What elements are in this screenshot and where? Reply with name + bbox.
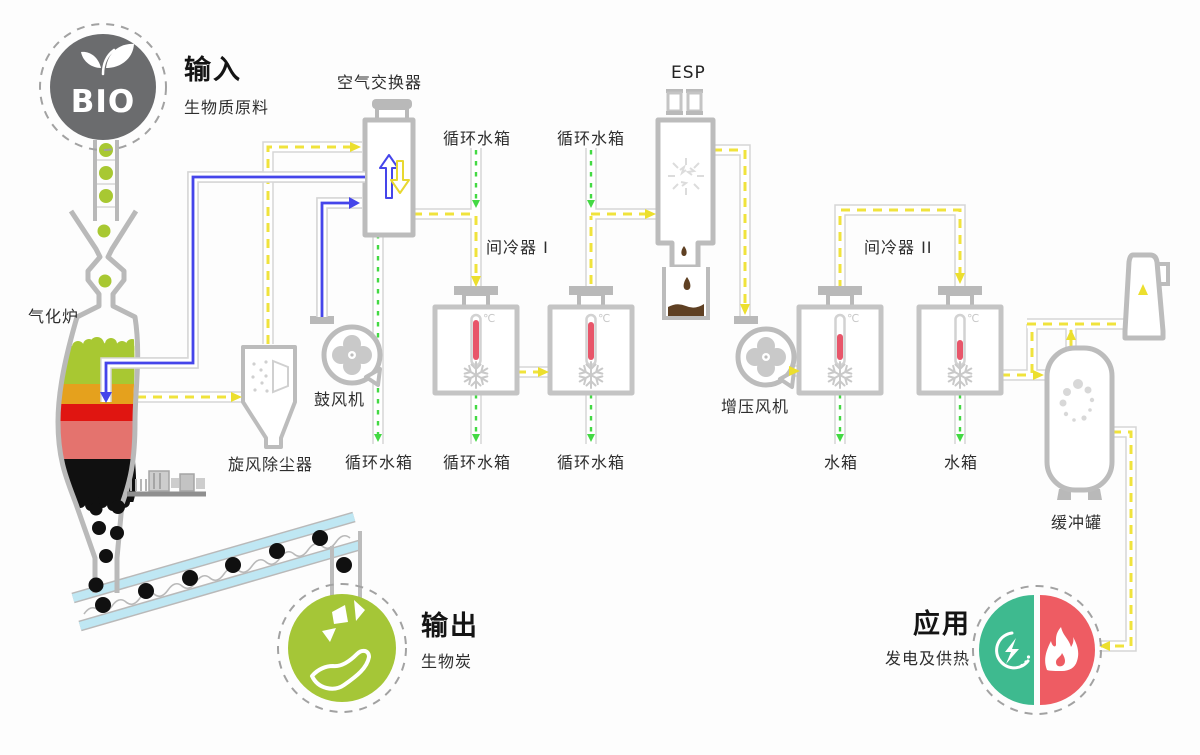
circulating-tank-label-top1: 循环水箱 — [443, 129, 512, 148]
electricity-icon — [995, 631, 1031, 670]
buffer-tank — [1044, 345, 1115, 500]
conveyor-belt-bottom — [78, 541, 362, 630]
air-pipes — [100, 171, 365, 402]
pipe-network — [100, 141, 1145, 652]
exhaust-down-arrow-icon — [390, 160, 410, 194]
hand-with-chips-icon — [310, 600, 371, 691]
dashed-ring — [39, 23, 167, 151]
celsius-marks: ℃ ℃ ℃ ℃ — [483, 312, 979, 325]
water-tank-label-1: 水箱 — [824, 453, 859, 472]
buffer-tank-body — [1044, 345, 1115, 493]
tar-droplet — [681, 246, 687, 256]
bio-input-badge: BIO — [39, 23, 167, 151]
dashed-ring — [972, 585, 1102, 715]
esp-insulators — [666, 89, 703, 115]
buffer-tank-label: 缓冲罐 — [1051, 513, 1103, 532]
blower — [310, 316, 380, 385]
pyrolysis-zone — [60, 384, 137, 404]
air-exchanger — [362, 99, 416, 238]
circulating-tank-label-exchanger: 循环水箱 — [345, 453, 414, 472]
cyclone-separator — [241, 345, 297, 449]
esp-spark-icon — [668, 158, 704, 195]
circulating-tank-label-ic2: 循环水箱 — [557, 453, 626, 472]
tar-pool — [668, 304, 704, 316]
biomass-pellets — [90, 143, 113, 351]
dashed-ring — [277, 583, 407, 713]
reduction-zone — [60, 421, 137, 459]
conveyor-belt-top — [71, 513, 356, 602]
bio-badge-circle — [50, 34, 156, 140]
application-title: 应用 — [913, 609, 971, 640]
booster-fan-label: 增压风机 — [721, 397, 790, 416]
esp-label: ESP — [671, 63, 706, 83]
thermometer-mercury — [957, 340, 963, 360]
water-tank-cooler-1 — [799, 286, 881, 393]
intercooler-1 — [435, 286, 517, 393]
biochar-on-conveyor — [95, 530, 352, 613]
thermometer-mercury — [588, 322, 594, 360]
water-flow-line — [376, 150, 962, 438]
gas-bubbles-icon — [1059, 379, 1095, 422]
bio-badge-text: BIO — [71, 84, 136, 120]
leaf-icon — [81, 43, 134, 76]
svg-text:℃: ℃ — [483, 312, 495, 325]
gasifier — [55, 140, 206, 593]
output-title: 输出 — [421, 611, 479, 642]
air-exchanger-label: 空气交换器 — [337, 73, 423, 92]
esp-electrostatic-precipitator — [655, 89, 716, 320]
gasifier-shell — [55, 209, 103, 593]
blower-flange — [310, 316, 334, 324]
svg-text:℃: ℃ — [598, 312, 610, 325]
booster-fan-flange — [734, 316, 758, 324]
water-tank-cooler-2 — [919, 286, 1001, 393]
circulating-tank-label-ic1: 循环水箱 — [443, 453, 512, 472]
output-subtitle: 生物炭 — [421, 652, 473, 671]
booster-fan — [734, 316, 794, 387]
biochar-output-badge — [277, 583, 407, 713]
thermometer-mercury — [837, 334, 843, 360]
intercooler-2 — [550, 286, 632, 393]
svg-text:℃: ℃ — [847, 312, 859, 325]
cyclone-label: 旋风除尘器 — [228, 455, 314, 474]
thermometer-mercury — [473, 320, 479, 360]
ash-screw-motor — [127, 470, 206, 497]
falling-biochar — [88, 500, 125, 593]
blower-label: 鼓风机 — [314, 390, 366, 409]
conveyor-screw — [83, 534, 351, 615]
cyclone-filter-icon — [272, 359, 289, 394]
intercooler1-label: 间冷器 I — [486, 238, 549, 257]
water-tank-label-2: 水箱 — [944, 453, 979, 472]
tank-leg — [1088, 489, 1102, 500]
flame-icon — [1045, 627, 1079, 671]
input-title: 输入 — [184, 55, 242, 86]
tank-leg — [1057, 489, 1071, 500]
circulating-tank-label-top2: 循环水箱 — [557, 129, 626, 148]
gasifier-label: 气化炉 — [28, 307, 80, 326]
intercooler2-label: 间冷器 II — [864, 238, 933, 257]
application-subtitle: 发电及供热 — [885, 649, 971, 668]
application-badge — [972, 585, 1102, 715]
svg-text:℃: ℃ — [967, 312, 979, 325]
flow-arrows — [100, 142, 1148, 651]
combustion-zone — [60, 404, 137, 421]
power-half-circle — [979, 595, 1034, 705]
input-subtitle: 生物质原料 — [184, 98, 270, 117]
air-flow-line — [104, 175, 365, 398]
flare-stack — [1122, 252, 1170, 341]
